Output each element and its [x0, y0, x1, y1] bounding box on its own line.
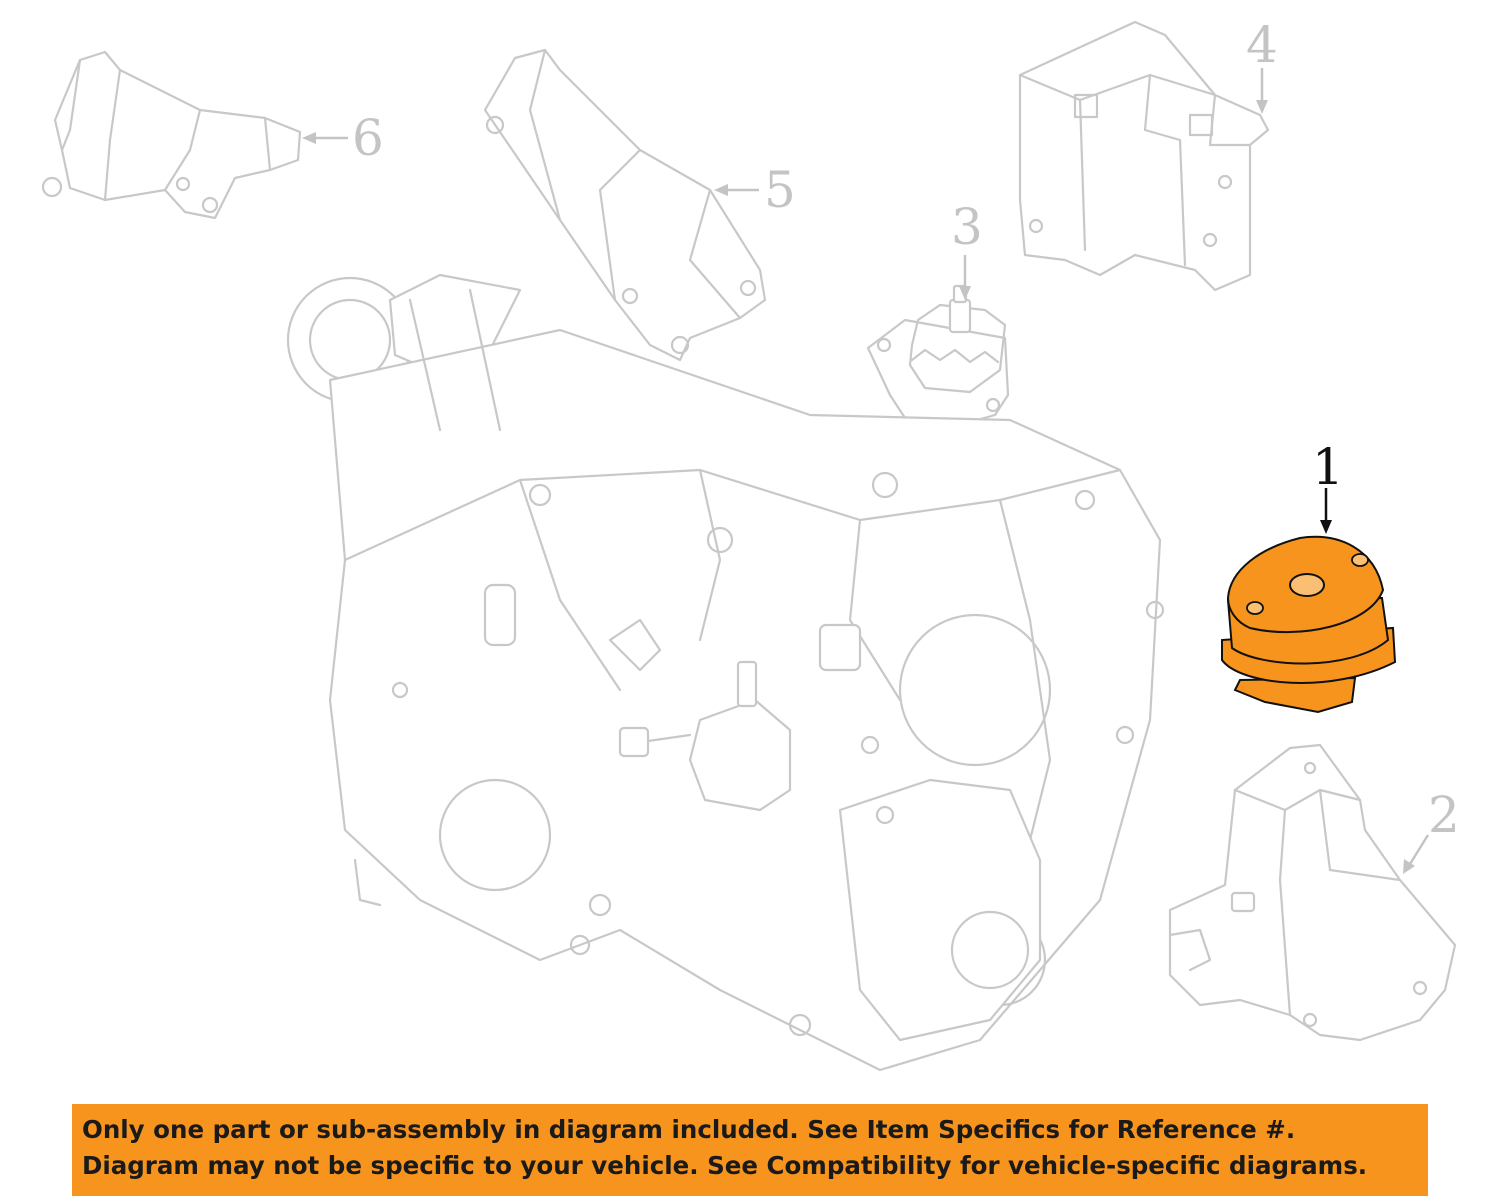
callout-3-label: 3 [951, 198, 983, 256]
disclaimer-banner: Only one part or sub-assembly in diagram… [72, 1104, 1428, 1196]
callout-4-label: 4 [1246, 16, 1278, 74]
part-4-bracket [1018, 20, 1270, 292]
disclaimer-line-1: Only one part or sub-assembly in diagram… [82, 1115, 1296, 1144]
callout-1-label: 1 [1312, 438, 1344, 496]
part-6-bracket [41, 50, 302, 220]
part-5-bracket [483, 48, 767, 362]
callout-5-label: 5 [764, 161, 796, 219]
transmission-assembly [286, 273, 1165, 1072]
callout-6-label: 6 [352, 109, 384, 167]
part-2-mount [1168, 743, 1457, 1042]
disclaimer-line-2: Diagram may not be specific to your vehi… [82, 1151, 1368, 1180]
callout-2-label: 2 [1428, 786, 1460, 844]
parts-diagram: 1 2 3 4 5 6 [41, 16, 1460, 1072]
part-1-mount-highlighted[interactable] [1221, 535, 1397, 714]
part-3-mount [866, 284, 1010, 430]
